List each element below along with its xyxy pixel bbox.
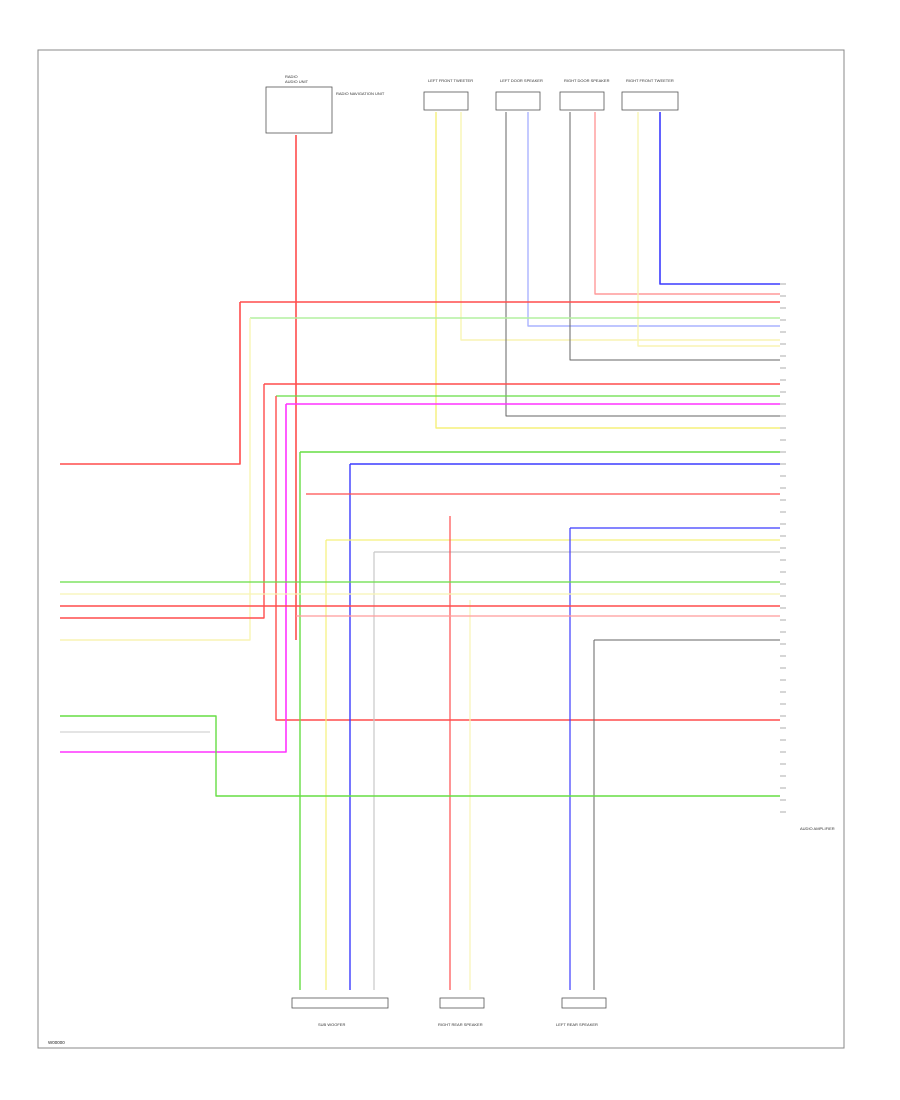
wire-2 (460, 112, 780, 341)
wire-8 (659, 112, 780, 285)
wire-1 (435, 112, 780, 429)
right-front-tweeter: RIGHT FRONT TWEETER (621, 78, 679, 111)
wire-4 (527, 112, 780, 327)
sub-woofer: SUB WOOFER (291, 997, 389, 1027)
left-front-tweeter-label: LEFT FRONT TWEETER (428, 78, 473, 83)
wire-38 (60, 715, 780, 797)
wire-7 (637, 112, 780, 347)
wire-16 (275, 396, 780, 721)
wire-12 (60, 318, 251, 641)
diagram-frame (37, 49, 845, 1049)
radio-unit-subtitle: AUDIO UNIT (285, 79, 309, 84)
wires-group (60, 112, 786, 990)
wire-18 (60, 404, 287, 753)
wire-5 (569, 112, 780, 361)
wire-3 (505, 112, 780, 417)
radio-unit: RADIO AUDIO UNIT RADIO NAVIGATION UNIT (265, 74, 385, 134)
radio-unit-note: RADIO NAVIGATION UNIT (336, 91, 385, 96)
right-rear-speaker: RIGHT REAR SPEAKER (438, 997, 485, 1027)
sub-woofer-label: SUB WOOFER (318, 1022, 345, 1027)
left-rear-speaker: LEFT REAR SPEAKER (556, 997, 607, 1027)
right-door-speaker-label: RIGHT DOOR SPEAKER (564, 78, 610, 83)
left-door-speaker: LEFT DOOR SPEAKER (495, 78, 543, 111)
right-door-speaker: RIGHT DOOR SPEAKER (559, 78, 610, 111)
left-door-speaker-label: LEFT DOOR SPEAKER (500, 78, 543, 83)
left-rear-speaker-label: LEFT REAR SPEAKER (556, 1022, 598, 1027)
right-rear-speaker-label: RIGHT REAR SPEAKER (438, 1022, 483, 1027)
left-front-tweeter: LEFT FRONT TWEETER (423, 78, 473, 111)
wire-14 (60, 384, 265, 619)
radio-unit-title: RADIO (285, 74, 298, 79)
wire-6 (594, 112, 780, 295)
amplifier-label: AUDIO AMPLIFIER (800, 826, 835, 831)
right-front-tweeter-label: RIGHT FRONT TWEETER (626, 78, 674, 83)
diagram-code: W00000 (48, 1040, 65, 1045)
wire-10 (60, 302, 241, 465)
